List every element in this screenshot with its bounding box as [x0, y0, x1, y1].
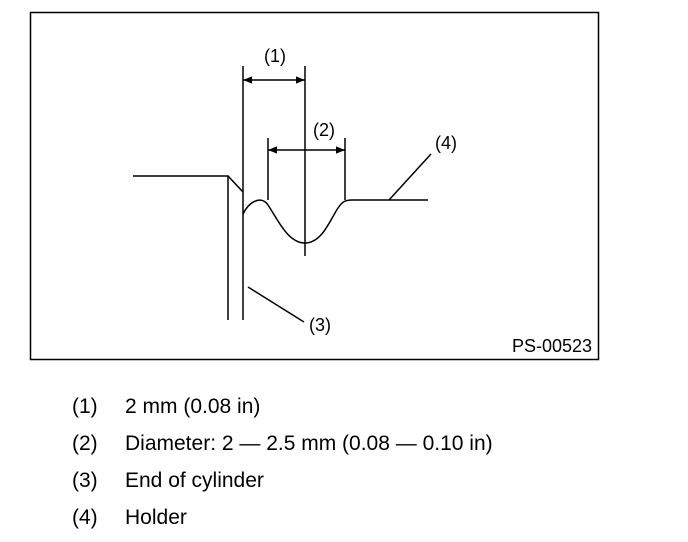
- legend-number: (3): [72, 468, 98, 492]
- figure-frame: [29, 11, 600, 361]
- cylinder-surface-line: [133, 175, 229, 320]
- holder-groove-profile: [242, 199, 428, 244]
- leader-line-3: [247, 286, 305, 323]
- legend-number: (2): [72, 431, 98, 455]
- callout-label-2: (2): [313, 120, 335, 140]
- figure-code: PS-00523: [512, 336, 592, 356]
- legend-text: End of cylinder: [125, 468, 264, 492]
- legend-text: Holder: [125, 505, 187, 529]
- callout-label-1: (1): [264, 46, 286, 66]
- legend-list: (1) 2 mm (0.08 in) (2) Diameter: 2 — 2.5…: [72, 388, 493, 536]
- legend-number: (1): [72, 394, 98, 418]
- legend-text: Diameter: 2 — 2.5 mm (0.08 — 0.10 in): [125, 431, 493, 455]
- callout-label-3: (3): [309, 315, 331, 335]
- legend-number: (4): [72, 505, 98, 529]
- cylinder-chamfer-line: [227, 175, 244, 193]
- legend-text: 2 mm (0.08 in): [125, 394, 261, 418]
- legend-item: (3) End of cylinder: [72, 462, 493, 499]
- legend-item: (2) Diameter: 2 — 2.5 mm (0.08 — 0.10 in…: [72, 425, 493, 462]
- legend-item: (4) Holder: [72, 499, 493, 536]
- callout-label-4: (4): [435, 133, 457, 153]
- leader-line-4: [388, 153, 432, 201]
- legend-item: (1) 2 mm (0.08 in): [72, 388, 493, 425]
